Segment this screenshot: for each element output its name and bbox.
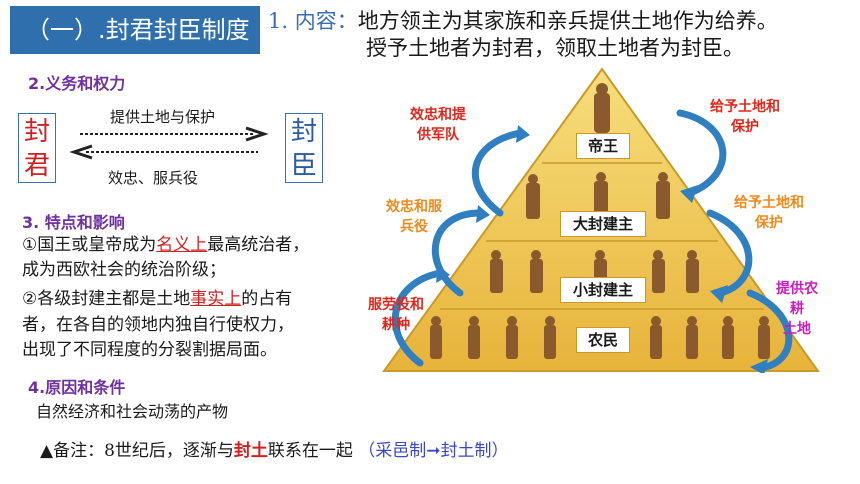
note-emphasis: 封土 [233,441,268,461]
note-pre: ▲备注：8世纪后，逐渐与 [40,441,234,461]
content-line-2: 授予土地者为封君，领取土地者为封臣。 [366,36,744,60]
level-emperor: 帝王 [576,133,630,159]
trait-line-3: ②各级封建主都是土地事实上的占有 [22,287,292,311]
content-label: 1. 内容： [268,9,358,33]
label-labor-farming: 服劳役和 耕种 [368,297,424,333]
loyalty-label: 效忠、服兵役 [108,169,199,187]
content-line-1: 1. 内容：地方领主为其家族和亲兵提供土地作为给养。 [268,8,778,34]
trait-1-emphasis: 名义上 [156,235,208,255]
arrow-heads [436,125,768,375]
level-peasants: 农民 [576,327,630,353]
rights-heading: 2.义务和权力 [28,74,126,93]
provide-land-label: 提供土地与保护 [110,108,216,126]
flow-arrows [391,109,793,372]
relation-arrows [69,126,269,160]
level-lesser-lords: 小封建主 [560,277,646,303]
section-title: （一）.封君封臣制度 [10,6,260,54]
label-grant-land-1: 给予土地和 保护 [710,99,780,135]
trait-line-4: 者，在各自的领地内独自行使权力， [22,315,294,335]
causes-heading: 4.原因和条件 [28,378,126,397]
trait-3-post: 的占有 [241,289,293,309]
trait-line-2: 成为西欧社会的统治阶级； [22,260,226,280]
level-great-lords: 大封建主 [560,211,646,237]
lord-box: 封 君 [18,113,56,183]
feudal-pyramid: 帝王 大封建主 小封建主 农民 效忠和提 供军队 效忠和服 兵役 服劳役和 耕种… [368,63,820,375]
trait-3-pre: ②各级封建主都是土地 [22,289,191,309]
trait-1-pre: ①国王或皇帝成为 [22,235,157,255]
trait-3-emphasis: 事实上 [190,289,242,309]
content-text-1: 地方领主为其家族和亲兵提供土地作为给养。 [357,9,778,33]
vassal-label: 封 臣 [290,117,317,181]
figures [430,83,770,359]
causes-text: 自然经济和社会动荡的产物 [36,402,229,421]
note-mid: 联系在一起 [267,441,359,461]
label-provide-farmland: 提供农耕 土地 [776,281,818,337]
traits-heading: 3. 特点和影响 [22,213,125,232]
label-loyalty-service: 效忠和服 兵役 [386,199,442,235]
trait-1-post: 最高统治者， [207,235,310,255]
trait-line-1: ①国王或皇帝成为名义上最高统治者， [22,233,309,257]
label-grant-land-2: 给予土地和 保护 [734,195,804,231]
trait-line-5: 出现了不同程度的分裂割据局面。 [22,340,277,360]
note-paren: （采邑制➞封土制） [358,441,509,461]
note-line: ▲备注：8世纪后，逐渐与封土联系在一起 （采邑制➞封土制） [40,436,509,461]
lord-label: 封 君 [23,117,50,181]
vassal-box: 封 臣 [285,113,323,183]
label-loyalty-army: 效忠和提 供军队 [410,107,466,143]
